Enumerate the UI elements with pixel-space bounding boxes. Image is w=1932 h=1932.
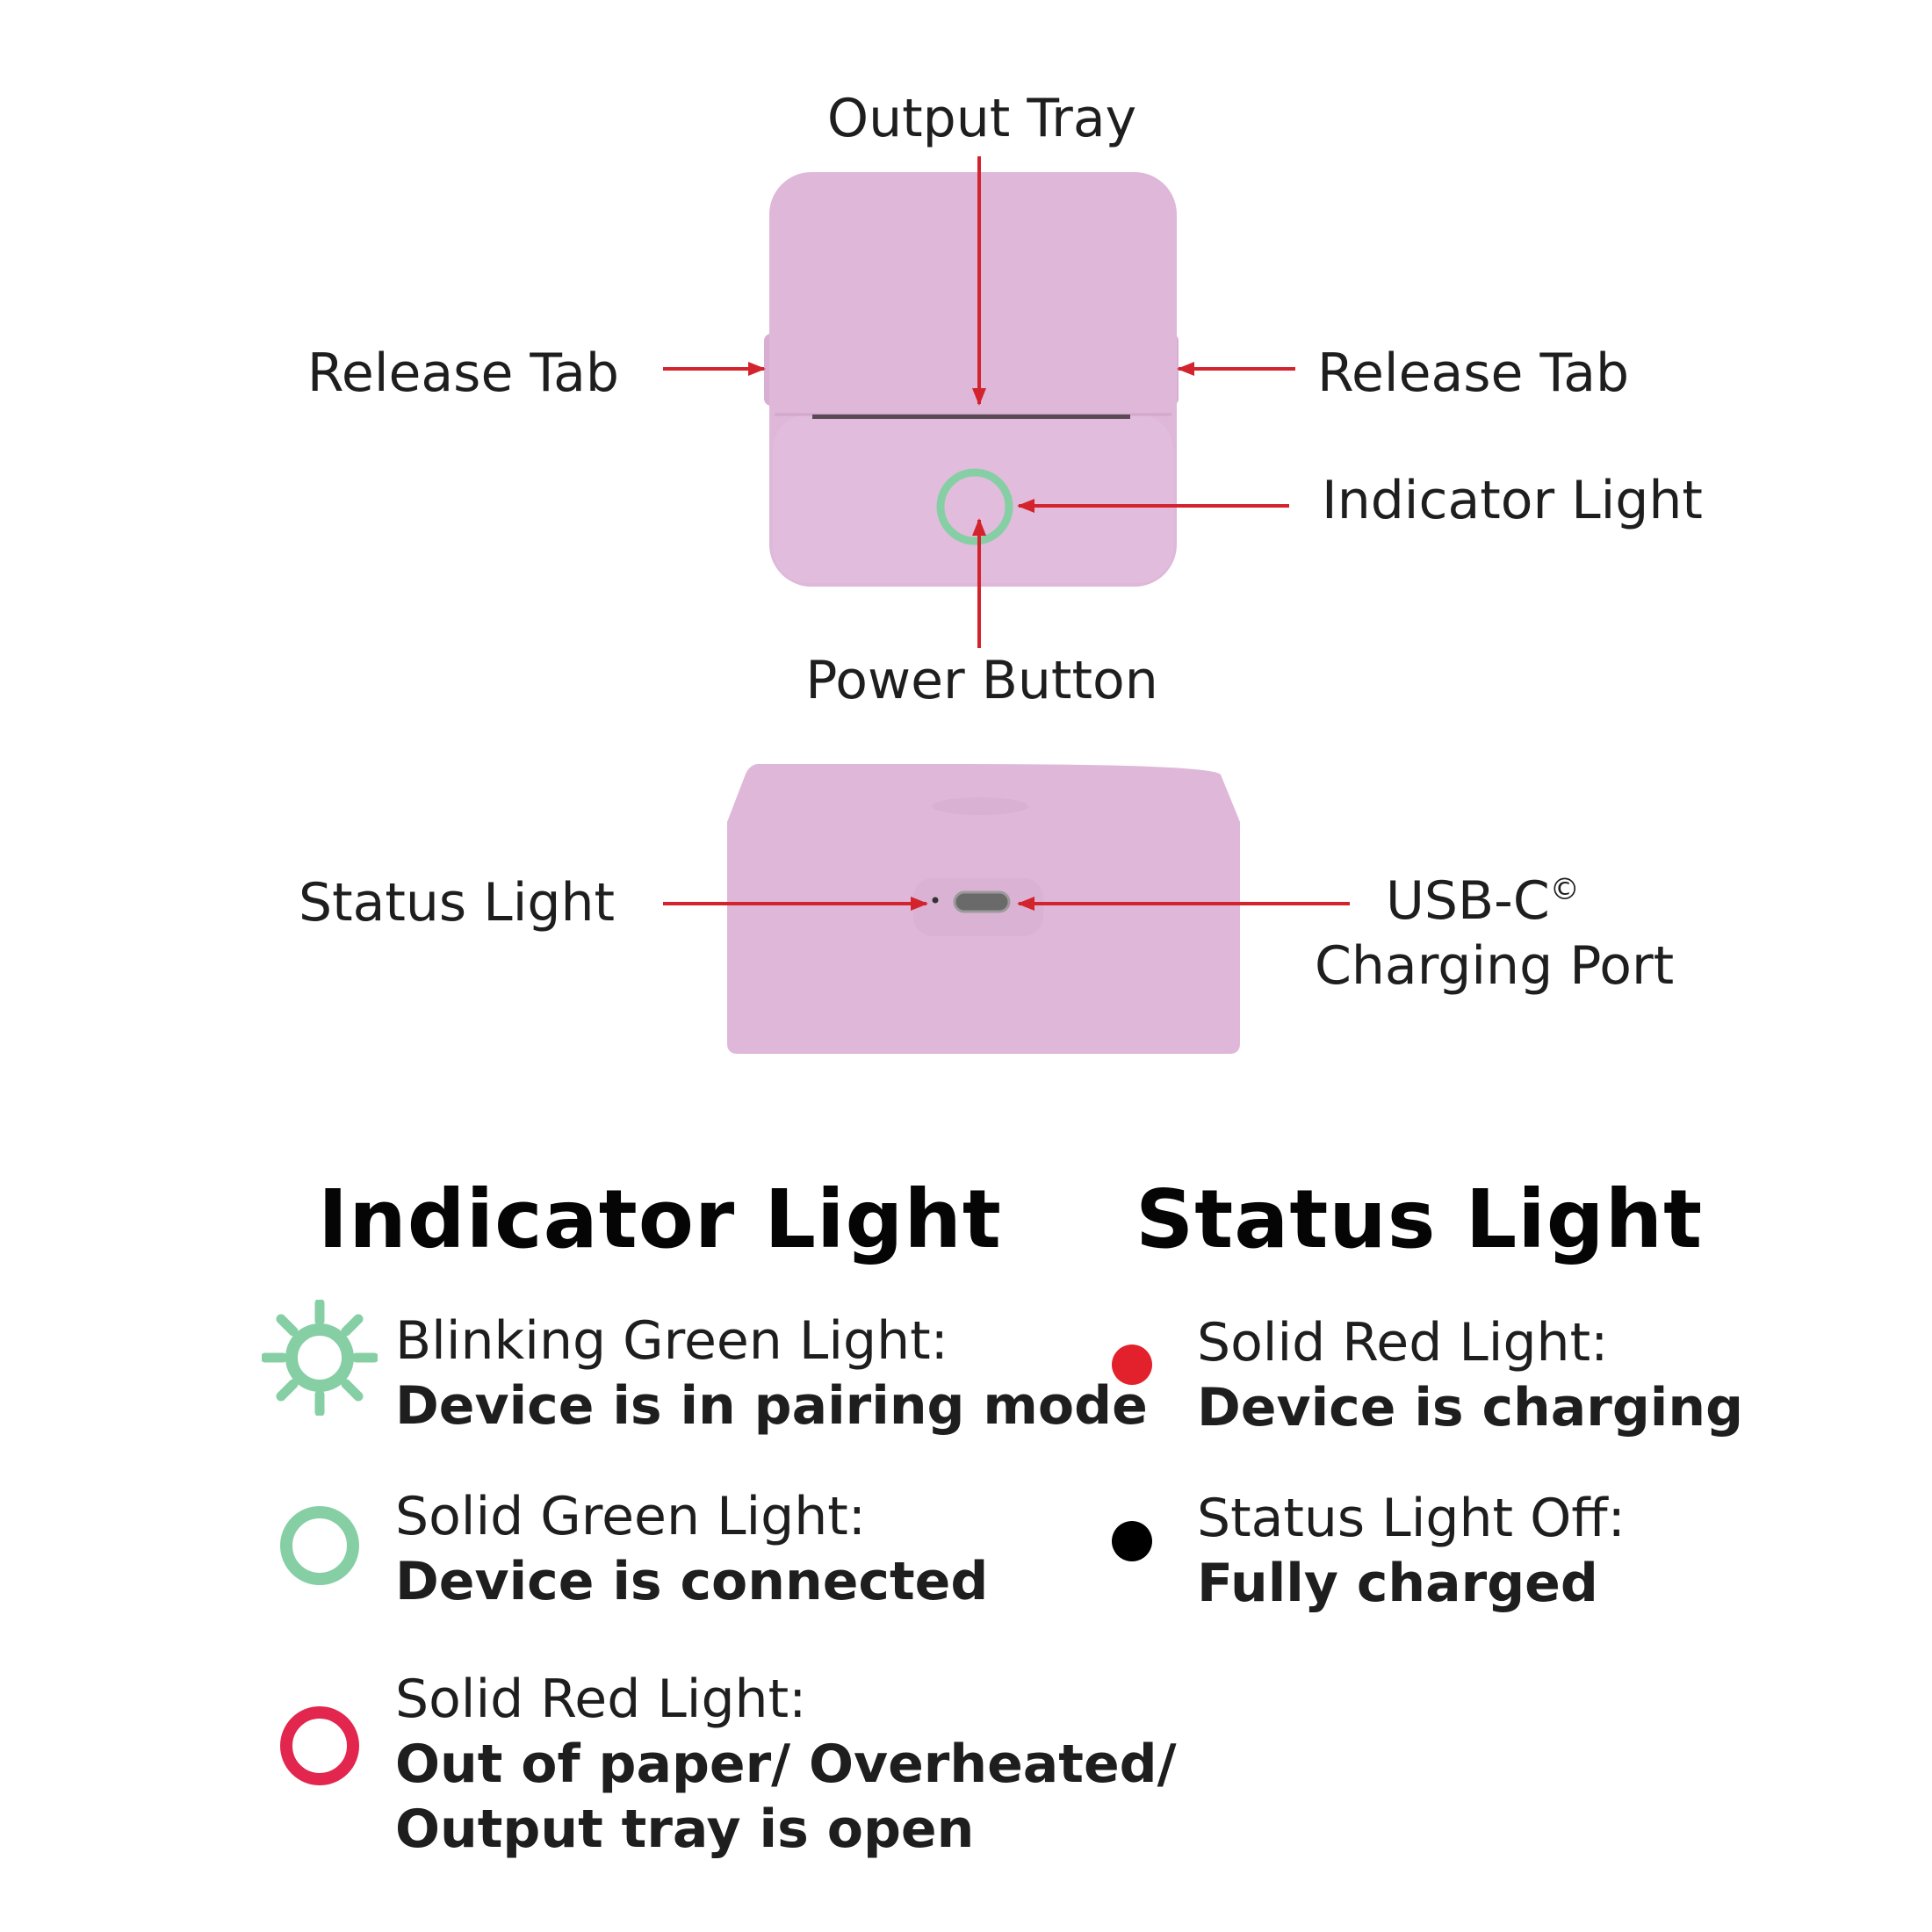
solid-green-label: Solid Green Light: xyxy=(395,1486,867,1547)
output-tray-label: Output Tray xyxy=(827,88,1136,149)
blinking-green-light-icon xyxy=(262,1300,378,1416)
pairing-mode-meaning: Device is in pairing mode xyxy=(395,1375,1148,1437)
connected-meaning: Device is connected xyxy=(395,1551,989,1612)
power-button-ring[interactable] xyxy=(936,468,1013,545)
printer-back-top-bump xyxy=(932,797,1028,815)
release-tab-right-label: Release Tab xyxy=(1317,342,1629,404)
error-meaning-line2: Output tray is open xyxy=(395,1799,975,1860)
printer-front-view xyxy=(764,172,1179,587)
output-tray-slot[interactable] xyxy=(812,415,1130,419)
power-button-label: Power Button xyxy=(805,650,1157,711)
solid-red-light-label: Solid Red Light: xyxy=(1197,1312,1609,1373)
indicator-light-heading: Indicator Light xyxy=(318,1172,1002,1266)
usb-c-label-text: USB-C xyxy=(1386,870,1550,932)
solid-green-ring-icon xyxy=(280,1506,359,1585)
usb-c-port[interactable] xyxy=(953,890,1011,913)
release-tab-left-label: Release Tab xyxy=(307,342,619,404)
solid-red-ring-label: Solid Red Light: xyxy=(395,1669,807,1730)
status-light-dot xyxy=(932,897,939,904)
callout-arrows xyxy=(663,156,1350,911)
legend-item-pairing: Blinking Green Light: Device is in pairi… xyxy=(395,1308,1148,1438)
status-light-heading: Status Light xyxy=(1135,1172,1704,1266)
legend-item-connected: Solid Green Light: Device is connected xyxy=(395,1484,988,1614)
charging-port-label: Charging Port xyxy=(1315,935,1674,997)
usb-c-copyright-mark: © xyxy=(1550,872,1580,907)
solid-red-ring-icon xyxy=(280,1706,359,1785)
legend-item-charging: Solid Red Light: Device is charging xyxy=(1197,1310,1743,1440)
status-light-label: Status Light xyxy=(299,872,615,934)
red-dot-icon xyxy=(1112,1344,1152,1385)
usb-c-label: USB-C© xyxy=(1386,870,1580,932)
fully-charged-meaning: Fully charged xyxy=(1197,1553,1598,1614)
status-light-off-label: Status Light Off: xyxy=(1197,1488,1626,1549)
black-dot-icon xyxy=(1112,1521,1152,1561)
legend-item-error: Solid Red Light: Out of paper/ Overheate… xyxy=(395,1667,1177,1862)
charging-meaning: Device is charging xyxy=(1197,1377,1744,1438)
printer-diagram: Output Tray Release Tab Release Tab Indi… xyxy=(299,88,1703,1054)
legend-item-charged: Status Light Off: Fully charged xyxy=(1197,1486,1626,1616)
blinking-green-label: Blinking Green Light: xyxy=(395,1310,948,1372)
indicator-light-label: Indicator Light xyxy=(1322,470,1703,531)
error-meaning-line1: Out of paper/ Overheated/ xyxy=(395,1734,1177,1795)
printer-back-view xyxy=(727,764,1240,1054)
printer-front-lower-shade xyxy=(773,415,1173,583)
